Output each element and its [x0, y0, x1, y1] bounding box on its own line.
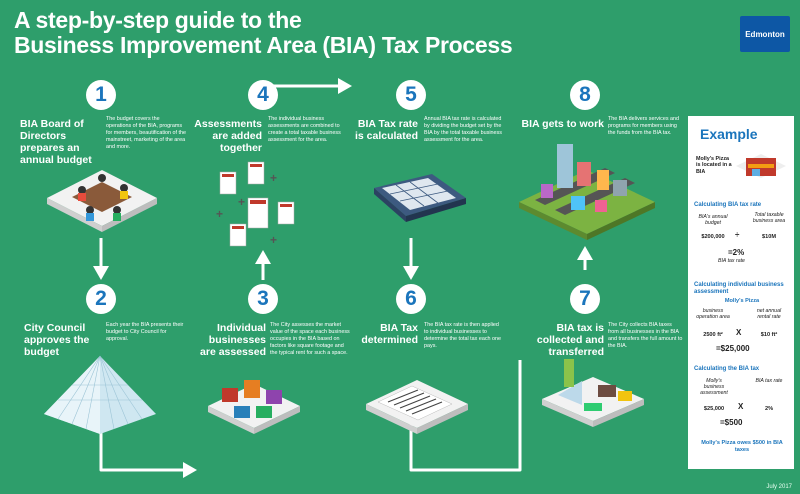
title-line-2: Business Improvement Area (BIA) Tax Proc…: [14, 32, 513, 58]
step-2-number: 2: [86, 284, 116, 314]
step-2-description: Each year the BIA presents their budget …: [106, 322, 184, 342]
rate-right-label: Total taxable business area: [752, 212, 786, 224]
tax-left-label: Molly's business assessment: [700, 378, 728, 396]
pizza-shop-illustration: [736, 154, 786, 178]
assessment-heading: Calculating individual business assessme…: [694, 282, 784, 295]
tax-left-value: $25,000: [703, 406, 725, 412]
title-line-1: A step-by-step guide to the: [14, 7, 302, 33]
tax-document-illustration: [366, 380, 468, 434]
example-panel: Example Molly's Pizza is located in a BI…: [688, 116, 794, 469]
step-4-description: The individual business assessments are …: [268, 116, 341, 143]
assessment-subject: Molly's Pizza: [724, 298, 760, 304]
assessment-left-label: business operation area: [696, 308, 730, 320]
step-6-number: 6: [396, 284, 426, 314]
rate-result-label: BIA tax rate: [718, 258, 745, 264]
rate-right-value: $10M: [762, 234, 776, 240]
step-3-description: The City assesses the market value of th…: [270, 322, 350, 356]
step-4-number: 4: [248, 80, 278, 110]
assessment-result: =$25,000: [716, 344, 750, 353]
businesses-illustration: [208, 380, 300, 434]
calculator-illustration: [374, 174, 466, 222]
assessment-documents-illustration: + + + +: [216, 161, 295, 247]
publication-date: July 2017: [766, 484, 792, 490]
assessment-left-value: 2500 ft²: [703, 332, 723, 338]
edmonton-logo: Edmonton: [740, 16, 790, 52]
step-6-description: The BIA tax rate is then applied to indi…: [424, 322, 502, 349]
tax-multiply-operator: X: [738, 402, 744, 411]
step-1-number: 1: [86, 80, 116, 110]
step-8-heading: BIA gets to work: [521, 118, 604, 130]
step-3-number: 3: [248, 284, 278, 314]
svg-text:+: +: [270, 233, 277, 247]
step-2-heading: City Council approves the budget: [24, 322, 90, 358]
board-meeting-illustration: [47, 170, 157, 232]
step-1-description: The budget covers the operations of the …: [106, 116, 187, 150]
tax-result: =$500: [720, 418, 743, 427]
divide-operator: ÷: [735, 230, 740, 239]
assessment-right-value: $10 ft²: [760, 332, 778, 338]
tax-right-label: BIA tax rate: [755, 378, 783, 384]
step-5-description: Annual BIA tax rate is calculated by div…: [424, 116, 502, 143]
step-8-description: The BIA delivers services and programs f…: [608, 116, 680, 136]
pyramid-illustration: [44, 355, 156, 434]
step-5-number: 5: [396, 80, 426, 110]
step-7-heading: BIA tax is collected and transferred: [536, 322, 604, 358]
example-conclusion: Molly's Pizza owes $500 in BIA taxes: [701, 440, 783, 453]
collection-illustration: [542, 359, 644, 427]
arrow-6-to-7: [409, 360, 522, 472]
step-1-heading: BIA Board of Directors prepares an annua…: [20, 118, 92, 166]
assessment-right-label: net annual rental rate: [756, 308, 782, 320]
city-illustration: [519, 144, 655, 240]
step-7-number: 7: [570, 284, 600, 314]
tax-heading: Calculating the BIA tax: [694, 366, 760, 372]
step-8-number: 8: [570, 80, 600, 110]
svg-text:+: +: [238, 195, 245, 209]
rate-heading: Calculating BIA tax rate: [694, 202, 762, 208]
rate-left-value: $200,000: [701, 234, 725, 240]
multiply-operator: X: [736, 328, 742, 337]
step-5-heading: BIA Tax rate is calculated: [354, 118, 418, 142]
svg-text:+: +: [270, 171, 277, 185]
rate-left-label: BIA's annual budget: [698, 214, 728, 226]
step-7-description: The City collects BIA taxes from all bus…: [608, 322, 683, 349]
svg-text:+: +: [216, 207, 223, 221]
rate-result: =2%: [728, 248, 745, 257]
tax-right-value: 2%: [764, 406, 774, 412]
step-3-heading: Individual businesses are assessed: [200, 322, 266, 358]
step-6-heading: BIA Tax determined: [361, 322, 418, 346]
example-title: Example: [700, 126, 758, 142]
page-title: A step-by-step guide to the Business Imp…: [14, 7, 513, 58]
example-intro: Molly's Pizza is located in a BIA: [696, 156, 732, 175]
step-4-heading: Assessments are added together: [194, 118, 262, 154]
